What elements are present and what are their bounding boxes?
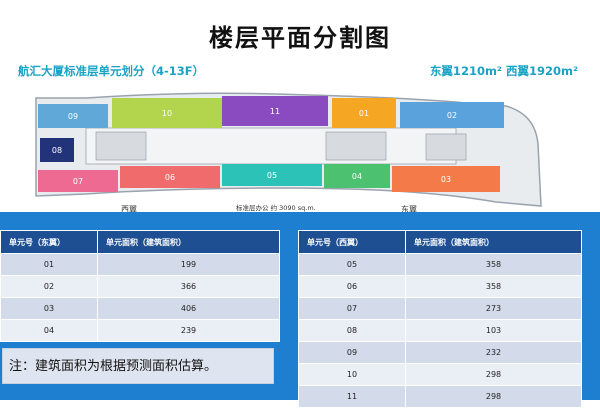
table-row: 03 406 xyxy=(0,297,280,320)
unit-id-cell: 10 xyxy=(298,363,406,386)
unit-06: 06 xyxy=(120,166,220,188)
unit-area-cell: 103 xyxy=(405,319,582,342)
unit-04-block xyxy=(324,164,390,188)
unit-08: 08 xyxy=(40,138,74,162)
unit-01: 01 xyxy=(332,98,396,128)
unit-area-cell: 358 xyxy=(405,275,582,298)
unit-02-label: 02 xyxy=(447,111,457,120)
table-row: 04 239 xyxy=(0,319,280,342)
page-title: 楼层平面分割图 xyxy=(209,24,391,52)
unit-id-cell: 03 xyxy=(0,297,98,320)
table-row: 02 366 xyxy=(0,275,280,298)
unit-01-block xyxy=(332,98,396,128)
unit-04-label: 04 xyxy=(352,172,362,181)
floor-plan-svg: 09 10 11 01 02 08 07 06 xyxy=(35,92,542,214)
unit-03-label: 03 xyxy=(441,175,451,184)
unit-05: 05 xyxy=(222,164,322,186)
unit-id-cell: 07 xyxy=(298,297,406,320)
unit-03-block xyxy=(392,166,500,192)
unit-id-cell: 02 xyxy=(0,275,98,298)
unit-09-label: 09 xyxy=(68,112,78,121)
unit-02-block xyxy=(400,102,504,128)
west-wing-label: 西翼 xyxy=(121,205,137,214)
table-row: 05 358 xyxy=(298,253,582,276)
table-row: 07 273 xyxy=(298,297,582,320)
unit-07: 07 xyxy=(38,170,118,192)
unit-05-block xyxy=(222,164,322,186)
unit-id-cell: 09 xyxy=(298,341,406,364)
core-area xyxy=(85,127,457,165)
table-row: 08 103 xyxy=(298,319,582,342)
unit-11: 11 xyxy=(222,96,328,126)
unit-area-cell: 273 xyxy=(405,297,582,320)
unit-11-label: 11 xyxy=(270,107,280,116)
unit-id-cell: 08 xyxy=(298,319,406,342)
unit-07-label: 07 xyxy=(73,177,83,186)
column-header-unit-area: 单元面积（建筑面积） xyxy=(97,230,280,254)
table-header-row: 单元号（西翼） 单元面积（建筑面积） xyxy=(298,230,582,254)
unit-06-block xyxy=(120,166,220,188)
unit-area-cell: 406 xyxy=(97,297,280,320)
unit-07-block xyxy=(38,170,118,192)
unit-10: 10 xyxy=(112,98,222,128)
table-row: 11 298 xyxy=(298,385,582,408)
table-row: 10 298 xyxy=(298,363,582,386)
core-block-center xyxy=(325,131,387,161)
unit-08-block xyxy=(40,138,74,162)
unit-02: 02 xyxy=(400,102,504,128)
column-header-unit-id: 单元号（东翼） xyxy=(0,230,98,254)
unit-area-cell: 298 xyxy=(405,385,582,408)
unit-04: 04 xyxy=(324,164,390,188)
unit-11-block xyxy=(222,96,328,126)
table-row: 09 232 xyxy=(298,341,582,364)
unit-area-cell: 366 xyxy=(97,275,280,298)
unit-10-block xyxy=(112,98,222,128)
unit-area-cell: 199 xyxy=(97,253,280,276)
core-block-east xyxy=(425,133,467,161)
unit-01-label: 01 xyxy=(359,109,369,118)
unit-05-label: 05 xyxy=(267,171,277,180)
floor-plan-caption: 标准层办公 约 3090 sq.m. xyxy=(236,203,316,212)
table-row: 06 358 xyxy=(298,275,582,298)
wing-area-note: 东翼1210m² 西翼1920m² xyxy=(429,64,578,78)
unit-06-label: 06 xyxy=(165,173,175,182)
unit-area-cell: 298 xyxy=(405,363,582,386)
unit-id-cell: 05 xyxy=(298,253,406,276)
unit-area-cell: 239 xyxy=(97,319,280,342)
unit-08-label: 08 xyxy=(52,146,62,155)
area-footnote: 注：建筑面积为根据预测面积估算。 xyxy=(2,348,274,384)
unit-area-cell: 232 xyxy=(405,341,582,364)
unit-id-cell: 04 xyxy=(0,319,98,342)
column-header-unit-area: 单元面积（建筑面积） xyxy=(405,230,582,254)
column-header-unit-id: 单元号（西翼） xyxy=(298,230,406,254)
floor-plan: 09 10 11 01 02 08 07 06 xyxy=(26,84,576,224)
table-header-row: 单元号（东翼） 单元面积（建筑面积） xyxy=(0,230,280,254)
unit-id-cell: 06 xyxy=(298,275,406,298)
unit-id-cell: 01 xyxy=(0,253,98,276)
unit-09-block xyxy=(38,104,108,128)
east-wing-unit-table: 单元号（东翼） 单元面积（建筑面积） 01 199 02 366 03 406 … xyxy=(0,230,280,342)
east-wing-label: 东翼 xyxy=(401,204,417,214)
west-wing-unit-table: 单元号（西翼） 单元面积（建筑面积） 05 358 06 358 07 273 … xyxy=(298,230,582,408)
floor-plan-subtitle: 航汇大厦标准层单元划分（4-13F） xyxy=(18,64,205,78)
unit-03: 03 xyxy=(392,166,500,192)
unit-area-cell: 358 xyxy=(405,253,582,276)
table-row: 01 199 xyxy=(0,253,280,276)
unit-09: 09 xyxy=(38,104,108,128)
unit-id-cell: 11 xyxy=(298,385,406,408)
unit-10-label: 10 xyxy=(162,109,172,118)
core-block-west xyxy=(95,131,147,161)
